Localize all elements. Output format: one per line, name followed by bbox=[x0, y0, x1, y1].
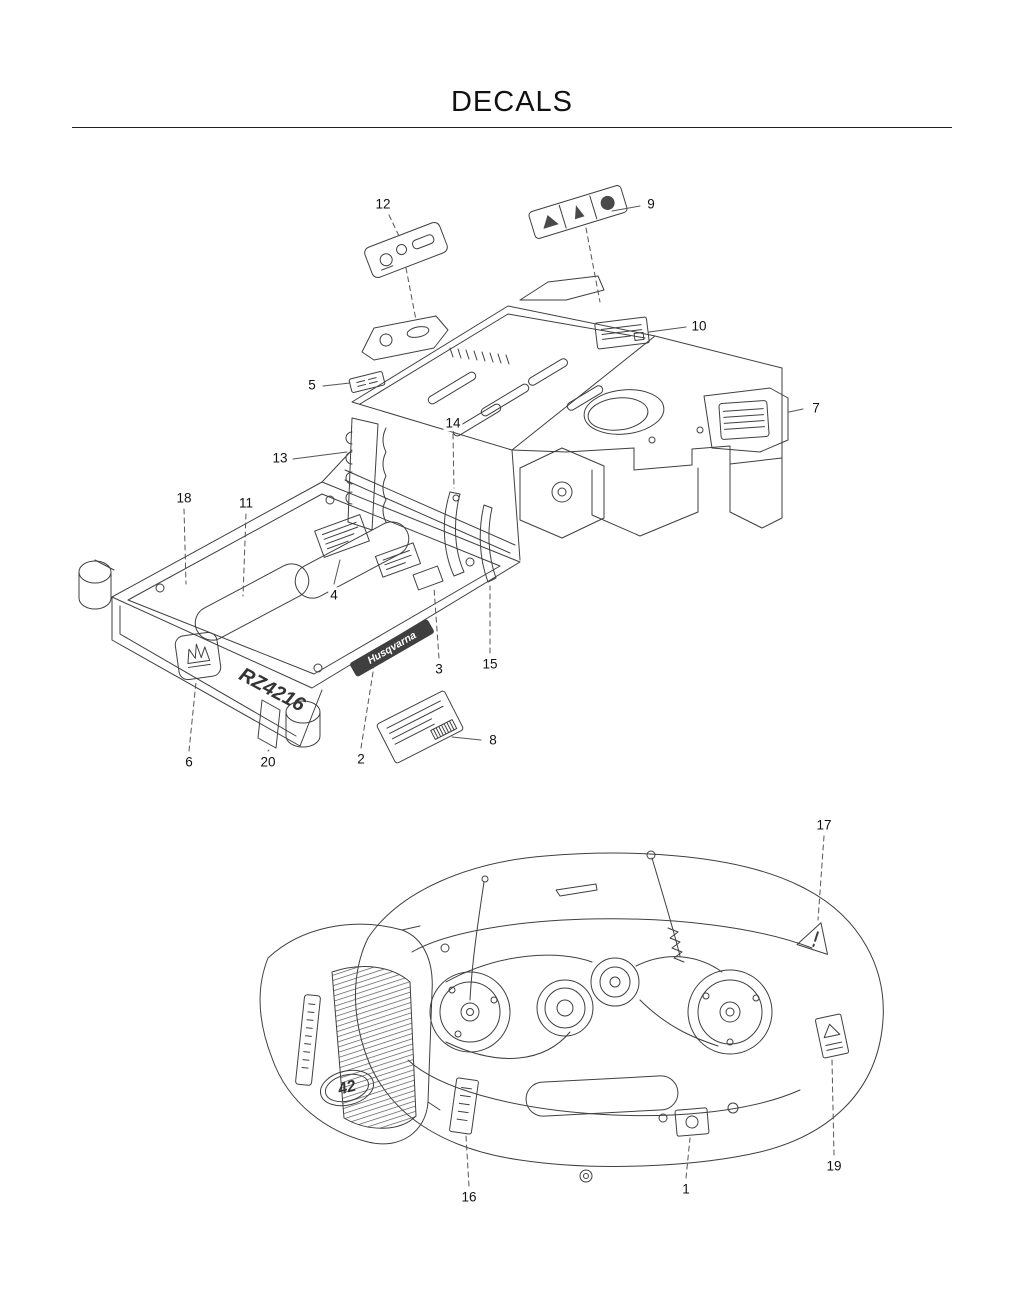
decal-5 bbox=[348, 371, 386, 393]
leader-9a bbox=[611, 205, 641, 212]
leader-17 bbox=[817, 835, 825, 921]
callout-15: 15 bbox=[480, 656, 500, 672]
decal-8 bbox=[376, 690, 464, 764]
deck-size-badge: 42 bbox=[319, 1069, 375, 1107]
leader-16 bbox=[465, 1135, 470, 1187]
decal-19 bbox=[814, 1013, 850, 1059]
idler-pulley bbox=[590, 957, 640, 1007]
leader-14 bbox=[452, 433, 455, 489]
brand-decal-text: Husqvarna bbox=[365, 629, 418, 667]
callout-18: 18 bbox=[174, 490, 194, 506]
leader-10 bbox=[648, 326, 687, 333]
callout-1: 1 bbox=[680, 1181, 692, 1197]
model-decal: RZ4216 bbox=[235, 664, 309, 717]
leader-11 bbox=[242, 513, 247, 597]
leader-2 bbox=[360, 665, 375, 749]
page-title: DECALS bbox=[450, 86, 574, 118]
decal-7 bbox=[718, 400, 770, 440]
right-spindle-pulley bbox=[687, 969, 773, 1055]
decal-9 bbox=[528, 185, 628, 239]
callout-5: 5 bbox=[306, 377, 318, 393]
callout-9: 9 bbox=[645, 196, 657, 212]
decal-3 bbox=[374, 542, 422, 578]
leader-7 bbox=[788, 408, 804, 413]
callout-16: 16 bbox=[459, 1189, 479, 1205]
leader-18 bbox=[183, 508, 187, 585]
callout-6: 6 bbox=[183, 754, 195, 770]
decal-16 bbox=[449, 1077, 479, 1135]
decal-12 bbox=[364, 221, 448, 279]
leader-4 bbox=[333, 559, 341, 585]
decal-1 bbox=[674, 1107, 710, 1137]
callout-12: 12 bbox=[373, 196, 393, 212]
crown-logo-decal bbox=[174, 631, 222, 681]
leader-1 bbox=[685, 1137, 691, 1179]
leader-8 bbox=[451, 736, 482, 741]
callout-14: 14 bbox=[443, 415, 463, 431]
leader-3 bbox=[433, 587, 440, 659]
leader-9b bbox=[585, 227, 601, 303]
left-spindle-pulley bbox=[429, 971, 511, 1053]
callout-20: 20 bbox=[258, 754, 278, 770]
leader-lines bbox=[183, 205, 835, 1187]
leader-6 bbox=[188, 681, 197, 752]
title-rule bbox=[72, 127, 952, 128]
leader-20 bbox=[267, 749, 270, 752]
callout-4: 4 bbox=[328, 587, 340, 603]
decal-10 bbox=[594, 316, 650, 350]
callout-17: 17 bbox=[814, 817, 834, 833]
callout-2: 2 bbox=[355, 751, 367, 767]
decal-17 bbox=[796, 922, 829, 955]
leader-5 bbox=[322, 382, 351, 387]
callout-3: 3 bbox=[433, 661, 445, 677]
deck-size-badge-text: 42 bbox=[335, 1078, 357, 1099]
callout-7: 7 bbox=[810, 400, 822, 416]
leader-19 bbox=[831, 1059, 835, 1156]
decal-4 bbox=[314, 514, 370, 558]
callout-19: 19 bbox=[824, 1158, 844, 1174]
steering-bracket bbox=[361, 315, 449, 361]
callout-8: 8 bbox=[487, 732, 499, 748]
leader-12a bbox=[388, 214, 400, 237]
chute-brand-strip bbox=[295, 994, 321, 1086]
brand-decal: Husqvarna bbox=[350, 619, 434, 677]
leader-12b bbox=[405, 267, 417, 321]
model-decal-text: RZ4216 bbox=[235, 664, 309, 717]
callout-13: 13 bbox=[270, 450, 290, 466]
callout-11: 11 bbox=[236, 495, 256, 511]
deck-drawing: 42 bbox=[259, 850, 884, 1183]
leader-13 bbox=[292, 451, 348, 460]
callout-10: 10 bbox=[689, 318, 709, 334]
center-clutch-pulley bbox=[536, 979, 594, 1037]
chassis-drawing: RZ4216 Husqvarna bbox=[78, 185, 789, 764]
